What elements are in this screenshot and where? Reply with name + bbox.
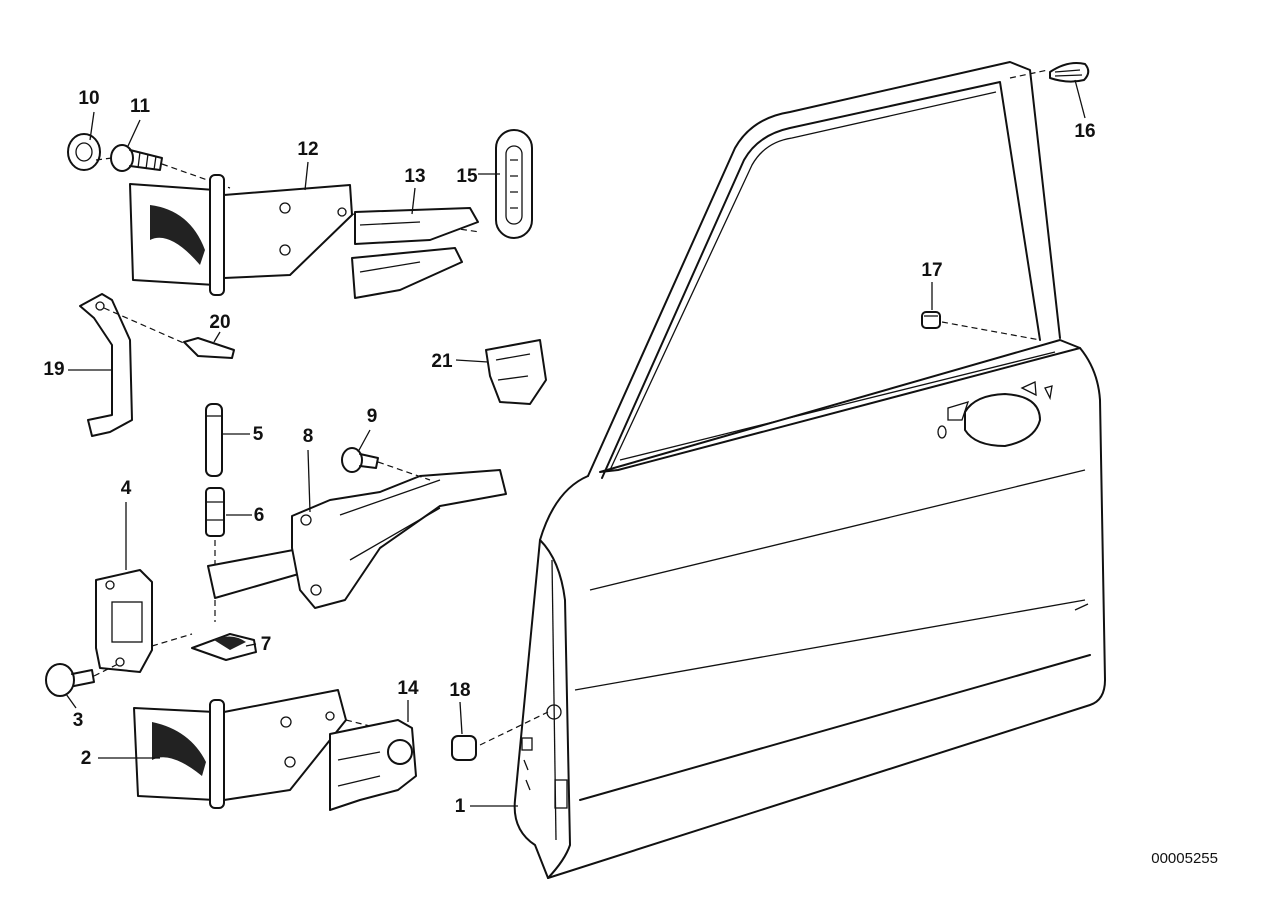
callout-3: 3 [73, 710, 84, 731]
callout-21: 21 [431, 351, 453, 372]
callout-7: 7 [261, 634, 272, 655]
part-9-bolt [341, 447, 431, 481]
callout-2: 2 [81, 748, 92, 769]
part-6-bushing [205, 487, 225, 622]
part-7-stop [191, 633, 257, 661]
part-11-bolt [95, 144, 231, 189]
callout-1: 1 [455, 796, 466, 817]
part-21-retainer [485, 339, 547, 405]
part-16-clip [1049, 62, 1090, 83]
part-4-backing-plate [95, 569, 193, 673]
callout-4: 4 [121, 478, 132, 499]
callout-14: 14 [397, 678, 419, 699]
callout-11: 11 [130, 96, 151, 117]
callout-18: 18 [449, 680, 470, 701]
callout-5: 5 [253, 424, 264, 445]
part-18-cap [451, 735, 477, 761]
part-3-bolt [45, 663, 119, 697]
callout-17: 17 [921, 260, 942, 281]
callout-10: 10 [78, 88, 99, 109]
part-5-hinge-pin [205, 403, 223, 477]
callout-6: 6 [254, 505, 265, 526]
part-15-cover [495, 129, 533, 239]
callout-13: 13 [404, 166, 425, 187]
part-17-plug [921, 311, 941, 329]
part-8-door-check [207, 469, 507, 609]
part-20-pin [103, 307, 235, 359]
leader-lines [65, 79, 1086, 807]
callout-8: 8 [303, 426, 314, 447]
callout-labels: 10 11 12 13 15 16 17 20 19 21 9 5 8 4 6 … [43, 88, 1095, 817]
door-shell [479, 61, 1106, 879]
part-19-check-strap [79, 293, 133, 437]
callout-12: 12 [297, 139, 318, 160]
drawing-number: 00005255 [1151, 850, 1218, 867]
callout-20: 20 [209, 312, 230, 333]
part-14-shim [329, 719, 417, 811]
part-2-lower-hinge [133, 689, 411, 809]
part-13-shim [351, 207, 479, 299]
callout-15: 15 [456, 166, 478, 187]
callout-9: 9 [367, 406, 378, 427]
callout-19: 19 [43, 359, 64, 380]
callout-16: 16 [1074, 121, 1095, 142]
part-10-nut [67, 133, 101, 171]
